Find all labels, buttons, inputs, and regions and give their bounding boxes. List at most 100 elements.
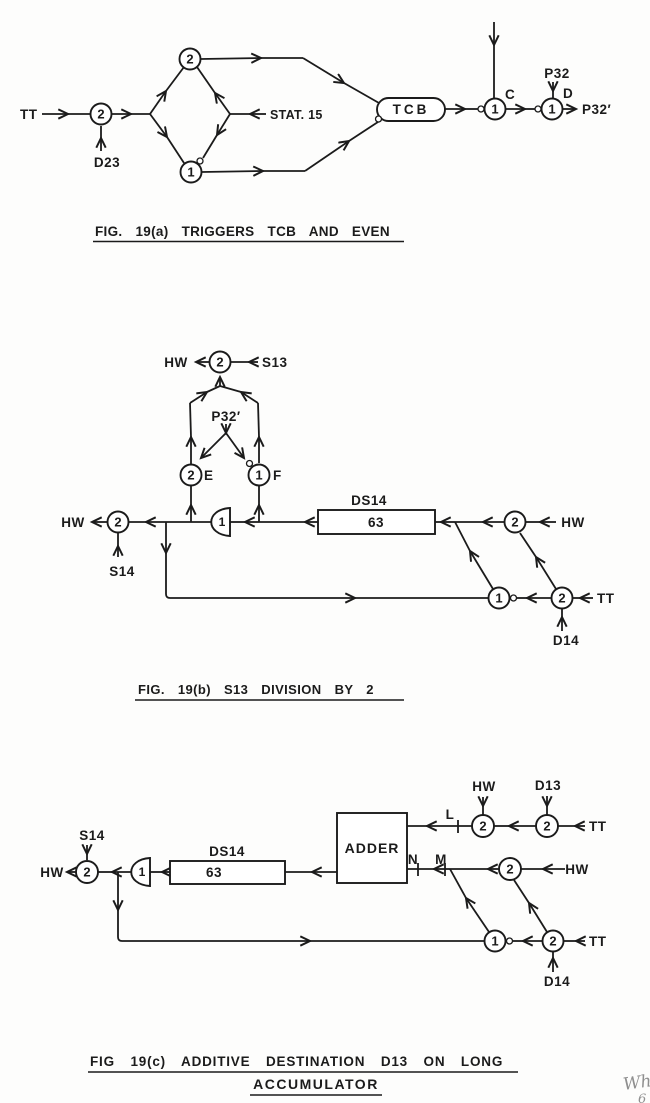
fig-c-s14-label: S14 bbox=[79, 828, 105, 843]
handwriting-mark-2: 6 bbox=[638, 1092, 646, 1103]
fig-b-bottom-gate-1 bbox=[487, 586, 511, 610]
fig-a-c-label: C bbox=[505, 87, 515, 102]
fig-c-bottom-gate-1-value: 1 bbox=[491, 934, 498, 949]
fig-b-inhibit-dot-b1 bbox=[509, 594, 518, 602]
fig-b-tt-label: TT bbox=[597, 591, 615, 606]
fig-c-bottom-gate-2 bbox=[541, 929, 565, 953]
fig-b-top-gate bbox=[208, 350, 232, 374]
fig-b-f-label: F bbox=[273, 468, 282, 483]
figure-19b-labels: HW 2 S13 P32′ 2 E 1 F HW 2 S14 1 DS14 63… bbox=[61, 355, 614, 701]
fig-b-buffer-value: 1 bbox=[219, 515, 226, 529]
fig-c-top-gate-1 bbox=[471, 814, 495, 838]
fig-a-tcb-label: TCB bbox=[393, 102, 430, 117]
fig-c-adder-box bbox=[336, 812, 408, 884]
fig-b-top-gate-value: 2 bbox=[216, 355, 223, 370]
fig-a-tcb-box bbox=[376, 97, 446, 122]
fig-c-ds14-label: DS14 bbox=[209, 844, 245, 859]
fig-a-d23-label: D23 bbox=[94, 155, 120, 170]
figure-19b-wires bbox=[92, 362, 593, 631]
fig-b-right-gate bbox=[503, 510, 527, 534]
fig-c-mid-gate bbox=[498, 857, 522, 881]
fig-a-p32-label: P32 bbox=[544, 66, 570, 81]
figure-19a-wires bbox=[42, 22, 576, 172]
fig-c-left-gate bbox=[75, 860, 99, 884]
fig-a-inhibit-dot-tcb bbox=[374, 115, 383, 123]
fig-a-d-label: D bbox=[563, 86, 573, 101]
fig-a-gate-c bbox=[483, 97, 507, 121]
fig-a-inhibit-dot-1 bbox=[196, 157, 204, 165]
fig-c-tt-top-label: TT bbox=[589, 819, 607, 834]
fig-c-caption-line2: ACCUMULATOR bbox=[253, 1076, 379, 1092]
figure-19b: HW 2 S13 P32′ 2 E 1 F HW 2 S14 1 DS14 63… bbox=[61, 350, 614, 701]
fig-c-hw-top-label: HW bbox=[472, 779, 496, 794]
fig-b-hw-left-label: HW bbox=[61, 515, 85, 530]
fig-b-s14-label: S14 bbox=[109, 564, 135, 579]
figure-19c-labels: S14 HW 2 1 DS14 63 ADDER L HW D13 2 2 TT… bbox=[40, 778, 607, 1096]
fig-c-bottom-gate-1 bbox=[483, 929, 507, 953]
fig-c-adder-label: ADDER bbox=[345, 840, 400, 856]
fig-b-caption: FIG. 19(b) S13 DIVISION BY 2 bbox=[138, 682, 374, 697]
fig-b-ds14-value: 63 bbox=[368, 515, 384, 530]
handwriting-mark-1: Wh bbox=[622, 1071, 650, 1095]
fig-b-hw-right-label: HW bbox=[561, 515, 585, 530]
fig-a-input-gate-value: 2 bbox=[97, 107, 104, 122]
fig-b-bottom-gate-2-value: 2 bbox=[558, 591, 565, 606]
fig-a-top-gate-value: 2 bbox=[186, 52, 193, 67]
fig-b-d14-label: D14 bbox=[553, 633, 579, 648]
fig-a-bottom-gate-value: 1 bbox=[187, 165, 194, 180]
fig-b-inhibit-dot-f bbox=[245, 459, 254, 468]
fig-a-gate-d bbox=[540, 97, 564, 121]
figure-19a-labels: TT D23 2 2 1 STAT. 15 TCB 1 1 C D P32 P3… bbox=[20, 52, 611, 243]
fig-b-ds14-box bbox=[317, 509, 436, 535]
fig-a-caption: FIG. 19(a) TRIGGERS TCB AND EVEN bbox=[95, 224, 390, 239]
fig-b-left-gate-value: 2 bbox=[114, 515, 121, 530]
fig-a-stat15-label: STAT. 15 bbox=[270, 108, 323, 122]
fig-c-l-label: L bbox=[446, 807, 455, 822]
fig-c-d14-label: D14 bbox=[544, 974, 570, 989]
fig-a-inhibit-dot-c bbox=[477, 105, 485, 113]
fig-a-p32-prime-label: P32′ bbox=[582, 102, 611, 117]
fig-b-ds14-label: DS14 bbox=[351, 493, 387, 508]
fig-b-gate-f bbox=[247, 463, 271, 487]
fig-c-hw-left-label: HW bbox=[40, 865, 64, 880]
fig-b-gate-e bbox=[179, 463, 203, 487]
fig-a-inhibit-dot-d bbox=[534, 105, 542, 113]
fig-b-s13-label: S13 bbox=[262, 355, 288, 370]
fig-c-top-gate-2-value: 2 bbox=[543, 819, 550, 834]
fig-c-left-gate-value: 2 bbox=[83, 865, 90, 880]
figure-19c-wires bbox=[67, 796, 585, 972]
handwritten-annotation: Wh 6 bbox=[622, 1071, 650, 1103]
fig-c-buffer-value: 1 bbox=[139, 865, 146, 879]
fig-c-m-label: M bbox=[435, 852, 447, 867]
fig-c-top-gate-2 bbox=[535, 814, 559, 838]
fig-a-gate-c-value: 1 bbox=[491, 102, 498, 117]
fig-c-bottom-gate-2-value: 2 bbox=[549, 934, 556, 949]
fig-c-mid-gate-value: 2 bbox=[506, 862, 513, 877]
fig-b-e-label: E bbox=[204, 468, 214, 483]
fig-c-caption-line1: FIG 19(c) ADDITIVE DESTINATION D13 ON LO… bbox=[90, 1054, 503, 1069]
fig-a-top-gate bbox=[178, 47, 202, 71]
fig-b-p32-prime-label: P32′ bbox=[211, 409, 240, 424]
fig-c-ds14-box bbox=[169, 860, 286, 885]
fig-a-bottom-gate bbox=[179, 160, 203, 184]
fig-b-right-gate-value: 2 bbox=[511, 515, 518, 530]
fig-a-gate-d-value: 1 bbox=[548, 102, 555, 117]
fig-b-hw-top-label: HW bbox=[164, 355, 188, 370]
fig-b-left-gate bbox=[106, 510, 130, 534]
fig-c-top-gate-1-value: 2 bbox=[479, 819, 486, 834]
fig-c-buffer bbox=[130, 856, 151, 888]
fig-c-n-label: N bbox=[408, 852, 418, 867]
fig-b-gate-f-value: 1 bbox=[255, 468, 262, 483]
fig-c-ds14-value: 63 bbox=[206, 865, 222, 880]
figure-19c: S14 HW 2 1 DS14 63 ADDER L HW D13 2 2 TT… bbox=[40, 778, 607, 1096]
fig-b-bottom-gate-1-value: 1 bbox=[495, 591, 502, 606]
fig-c-hw-mid-label: HW bbox=[565, 862, 589, 877]
fig-c-d13-label: D13 bbox=[535, 778, 561, 793]
fig-b-gate-e-value: 2 bbox=[187, 468, 194, 483]
fig-a-tt-label: TT bbox=[20, 107, 38, 122]
fig-b-bottom-gate-2 bbox=[550, 586, 574, 610]
fig-c-inhibit-dot-b1 bbox=[505, 937, 514, 945]
fig-a-input-gate bbox=[89, 102, 113, 126]
